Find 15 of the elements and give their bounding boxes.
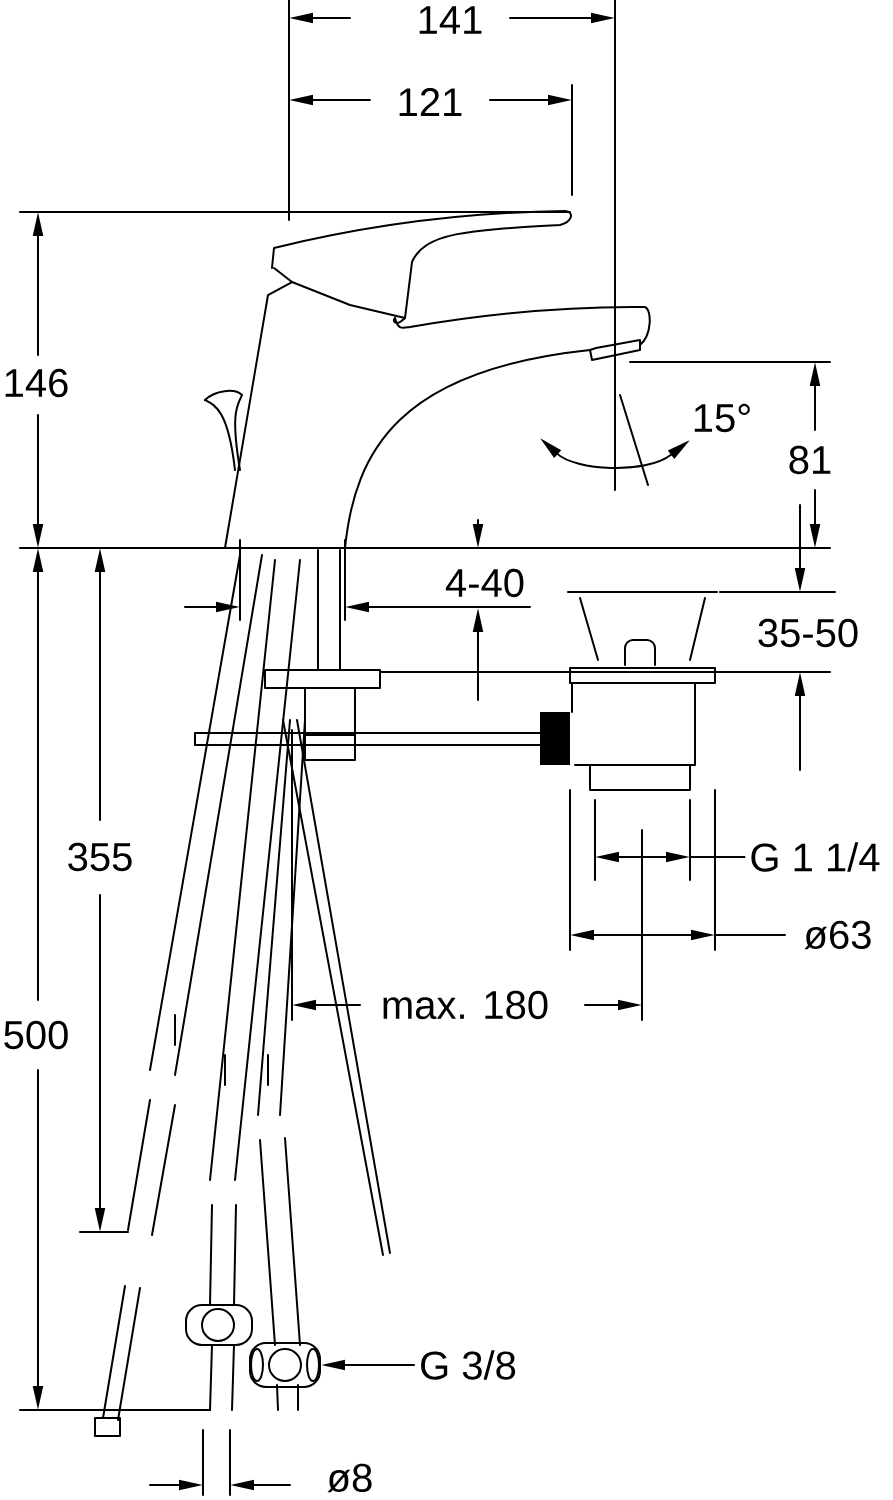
nut-drawing [249,1342,321,1388]
dimension-label: 35-50 [752,614,864,652]
dimension-label: max. 180 [376,986,554,1024]
dimension-label: 4-40 [440,564,530,602]
dimension-label: 141 [412,2,488,38]
dimension-label: 146 [0,364,74,402]
dimension-label: 81 [783,441,837,479]
dimension-label: 121 [392,84,468,120]
dimension-label: 15° [687,399,757,437]
dimension-label: G 1 1/4 [745,838,885,876]
dimension-label: 355 [62,838,138,876]
dimension-label: ø63 [799,916,877,954]
callout-text: G 3/8 [421,1350,516,1380]
dimension-label: ø8 [322,1459,378,1497]
dimension-label: 500 [0,1016,74,1054]
